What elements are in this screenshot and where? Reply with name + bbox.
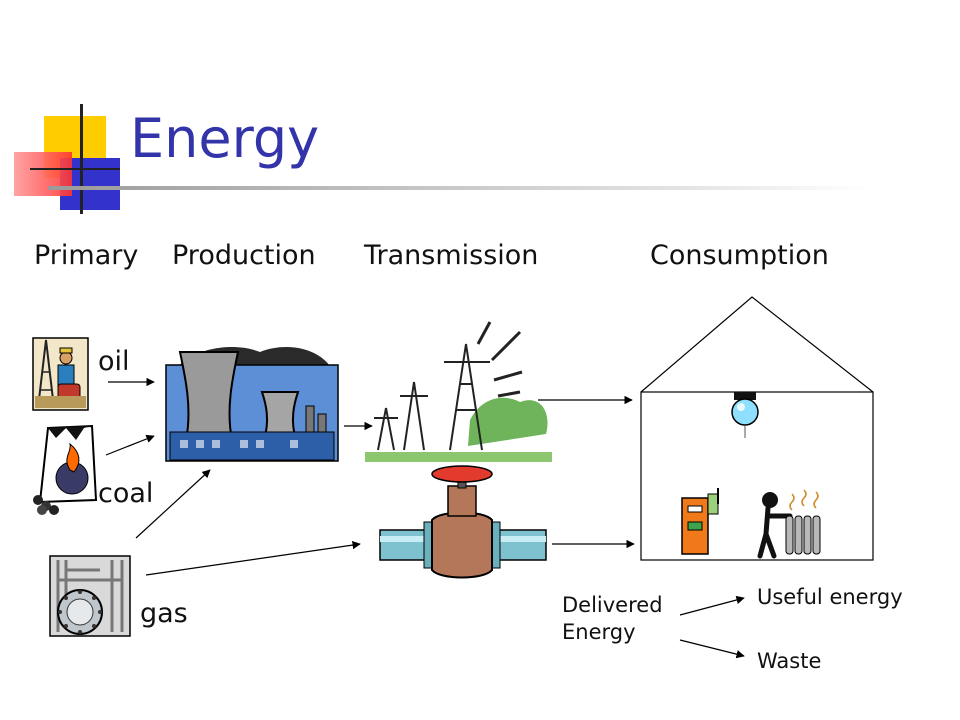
gas-plant-icon [49,555,131,637]
arrow-gas-to-pipeline [145,540,361,576]
house-icon [640,296,874,561]
source-gas-label: gas [140,598,188,629]
stage-consumption: Consumption [650,240,829,271]
boiler-icon [681,488,719,555]
title-underline [48,186,868,190]
delivered-line-2: Energy [562,620,636,645]
waste-label: Waste [757,649,822,673]
light-bulb-icon [731,392,759,438]
deco-horizontal-line [30,168,120,170]
flow-arrows [105,377,745,659]
arrow-coal-to-production [105,434,155,456]
person-radiator-icon [757,489,821,559]
delivered-energy-label: Delivered Energy [562,592,663,647]
power-station-icon [165,347,339,462]
stage-transmission: Transmission [364,240,539,271]
pipe-valve-icon [379,465,547,579]
stage-primary: Primary [34,240,139,271]
source-coal-label: coal [98,478,154,509]
source-oil-label: oil [98,346,130,377]
title-decoration [0,0,140,220]
stage-production: Production [172,240,316,271]
arrow-delivered-to-useful [679,595,745,616]
slide-title: Energy [130,107,320,170]
arrow-gas-to-production [135,469,211,539]
coal-sack-icon [33,424,98,515]
delivered-line-1: Delivered [562,593,663,617]
oil-worker-icon [32,337,89,411]
useful-energy-label: Useful energy [757,585,903,609]
arrow-delivered-to-waste [679,639,745,659]
deco-vertical-line [80,104,83,214]
power-pylons-icon [365,321,552,462]
